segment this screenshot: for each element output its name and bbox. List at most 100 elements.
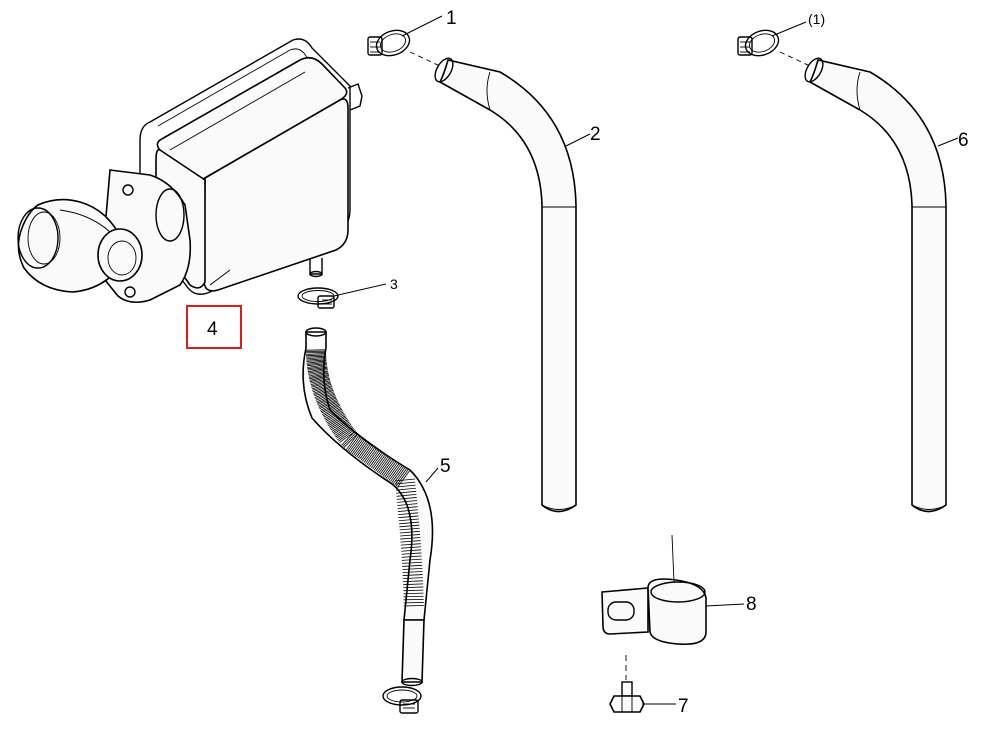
corrugation-rib xyxy=(399,530,420,534)
corrugation-rib xyxy=(400,540,421,543)
corrugation-rib xyxy=(312,383,332,391)
corrugation-rib xyxy=(379,457,393,475)
corrugation-rib xyxy=(395,478,415,482)
corrugation-rib xyxy=(402,571,423,573)
hose-corrugation xyxy=(305,349,424,607)
corrugation-rib xyxy=(403,589,424,592)
corrugation-rib xyxy=(308,372,329,378)
corrugation-rib xyxy=(306,359,327,362)
corrugation-rib xyxy=(397,500,418,503)
corrugation-rib xyxy=(309,376,330,383)
corrugation-rib xyxy=(324,410,343,421)
callout-labels: 1 (1) 2 3 4 5 6 7 8 xyxy=(207,8,969,717)
corrugation-rib xyxy=(400,543,421,546)
part-8-bracket[interactable] xyxy=(601,534,707,646)
part-1-hose-clamp[interactable] xyxy=(367,26,413,60)
corrugation-rib xyxy=(312,385,332,393)
corrugation-rib xyxy=(401,555,422,558)
corrugation-rib xyxy=(398,518,419,522)
corrugation-rib xyxy=(382,459,396,477)
corrugation-rib xyxy=(325,411,344,422)
corrugation-rib xyxy=(329,417,348,429)
corrugation-rib xyxy=(401,552,422,555)
part-6-bent-hose[interactable] xyxy=(801,55,947,513)
corrugation-rib xyxy=(399,527,420,531)
corrugation-rib xyxy=(402,564,423,567)
corrugation-rib xyxy=(387,463,400,480)
corrugation-rib xyxy=(307,367,328,373)
corrugation-rib xyxy=(311,381,331,388)
part-2-bent-hose[interactable] xyxy=(431,55,577,513)
corrugation-rib xyxy=(399,524,420,528)
corrugation-rib xyxy=(334,424,352,436)
callout-8: 8 xyxy=(746,594,757,615)
corrugation-rib xyxy=(307,364,328,368)
corrugation-rib xyxy=(372,452,385,470)
corrugation-rib xyxy=(397,506,418,509)
corrugation-rib xyxy=(306,361,327,365)
corrugation-rib xyxy=(395,481,416,485)
part-1-hose-clamp-ref[interactable] xyxy=(737,26,782,60)
corrugation-rib xyxy=(335,425,353,438)
corrugation-rib xyxy=(384,461,397,478)
corrugation-rib xyxy=(353,438,366,456)
corrugation-rib xyxy=(314,388,334,397)
corrugation-rib xyxy=(369,450,382,467)
corrugation-rib xyxy=(315,392,335,401)
corrugation-rib xyxy=(389,465,403,482)
corrugation-rib xyxy=(345,433,359,450)
corrugation-rib xyxy=(376,455,390,473)
corrugation-rib xyxy=(308,369,328,374)
part-4-highlight-box[interactable] xyxy=(186,305,242,349)
corrugation-rib xyxy=(403,583,424,586)
corrugation-rib xyxy=(310,378,331,386)
callout-2: 2 xyxy=(590,124,601,145)
corrugation-rib xyxy=(397,509,418,512)
corrugation-rib xyxy=(322,406,341,417)
part-3-hose-clamp[interactable] xyxy=(297,287,339,309)
callout-3: 3 xyxy=(390,276,398,292)
corrugation-rib xyxy=(328,415,346,427)
corrugation-rib xyxy=(402,577,423,580)
corrugation-rib xyxy=(367,449,381,466)
corrugation-rib xyxy=(347,434,360,451)
corrugation-rib xyxy=(322,405,341,415)
corrugation-rib xyxy=(337,427,354,441)
corrugation-rib xyxy=(396,490,417,494)
corrugation-rib xyxy=(350,436,363,454)
corrugation-rib xyxy=(318,397,337,407)
corrugation-rib xyxy=(317,396,337,405)
corrugation-rib xyxy=(306,363,327,367)
corrugation-rib xyxy=(370,451,384,469)
corrugation-rib xyxy=(395,487,416,491)
corrugation-rib xyxy=(400,534,421,537)
corrugation-rib xyxy=(306,360,327,364)
corrugation-rib xyxy=(332,421,350,434)
part-4-intake-elbow[interactable] xyxy=(17,169,192,304)
corrugation-rib xyxy=(306,355,327,358)
corrugation-rib xyxy=(339,430,356,443)
callout-4: 4 xyxy=(207,319,218,340)
corrugation-rib xyxy=(360,443,374,461)
corrugation-rib xyxy=(373,453,387,471)
corrugation-rib xyxy=(319,401,339,411)
corrugation-rib xyxy=(343,432,359,448)
corrugation-rib xyxy=(403,595,424,598)
corrugation-rib xyxy=(308,370,329,375)
corrugation-rib xyxy=(310,377,330,384)
corrugation-rib xyxy=(365,447,378,464)
corrugation-rib xyxy=(309,374,329,380)
corrugation-rib xyxy=(311,382,332,390)
corrugation-rib xyxy=(327,413,346,425)
part-5-corrugated-hose[interactable] xyxy=(302,327,434,687)
hose-5-bottom-clamp[interactable] xyxy=(382,686,422,714)
corrugation-rib xyxy=(329,416,347,428)
part-7-bolt[interactable] xyxy=(609,655,645,713)
corrugation-rib xyxy=(394,468,407,486)
corrugation-rib xyxy=(315,391,335,400)
corrugation-rib xyxy=(306,356,327,360)
corrugation-rib xyxy=(341,430,356,446)
callout-1: 1 xyxy=(446,8,457,29)
corrugation-rib xyxy=(401,549,422,552)
